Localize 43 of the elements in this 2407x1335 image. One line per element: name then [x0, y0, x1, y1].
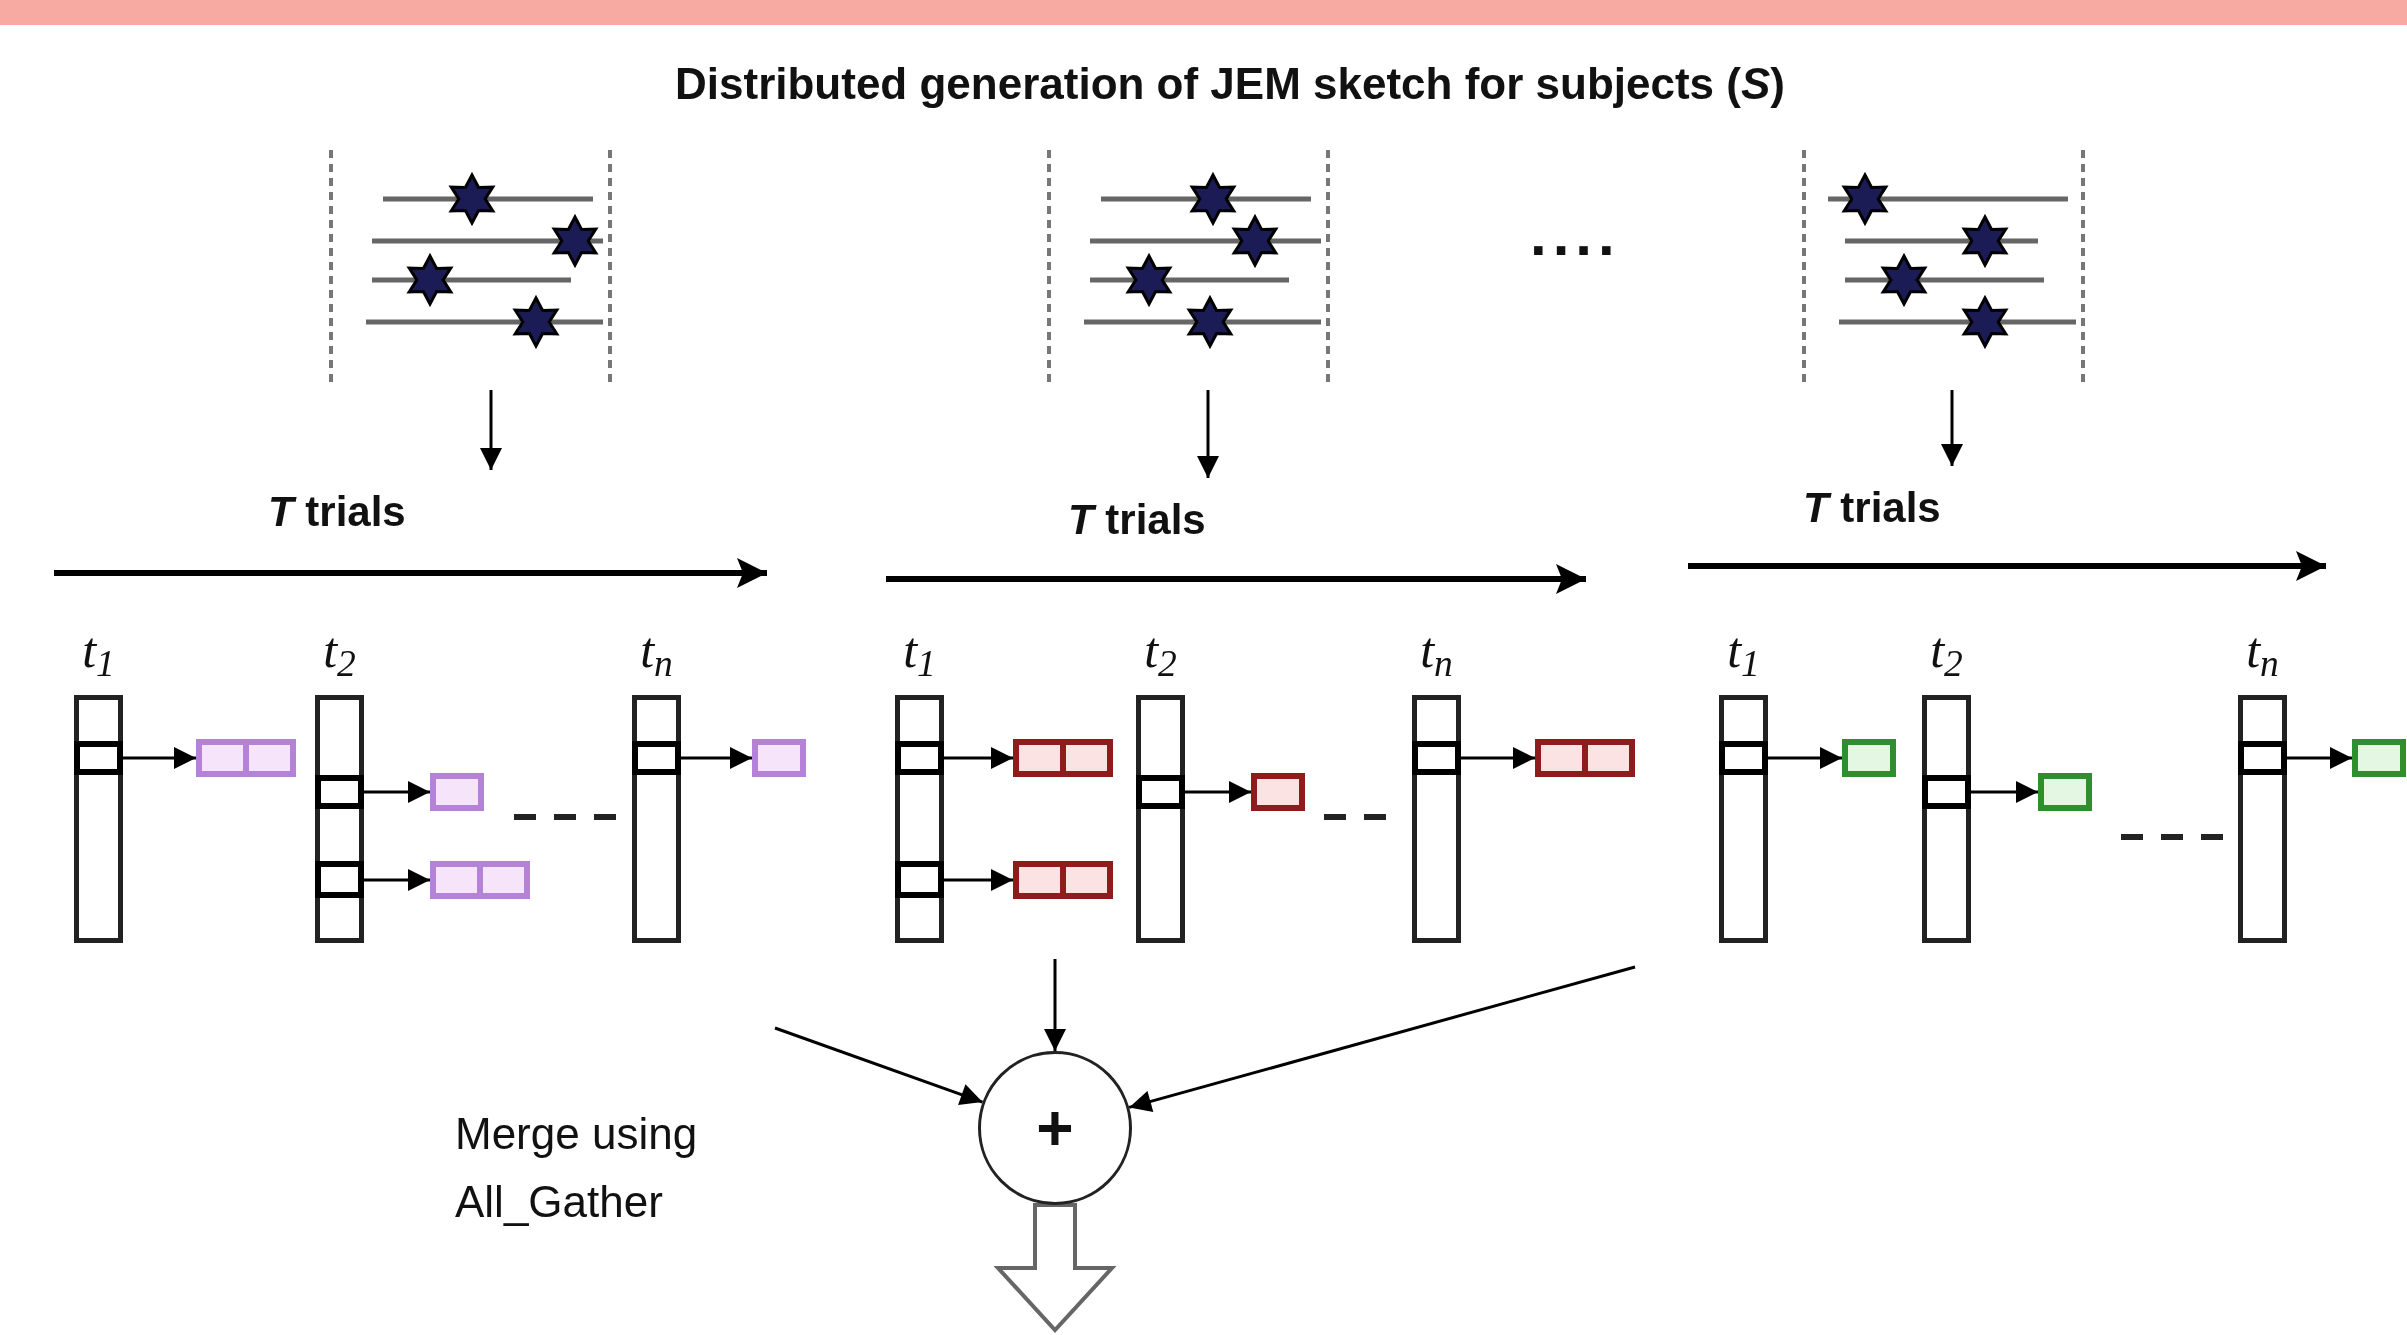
arrow — [681, 747, 752, 769]
output-box — [2038, 773, 2092, 811]
arrow — [1044, 959, 1066, 1051]
arrow — [480, 390, 502, 470]
output-box — [1842, 739, 1896, 777]
arrow — [123, 747, 196, 769]
time-step-label: t$_{2}$ — [1144, 621, 1177, 687]
diagram-title: Distributed generation of JEM sketch for subjects (S) — [674, 58, 1786, 110]
trials-label: T trials — [1802, 483, 1941, 533]
ellipsis-text: .... — [1530, 205, 1621, 265]
arrow — [774, 1026, 983, 1106]
arrow — [364, 869, 430, 891]
arrow — [1768, 747, 1842, 769]
arrow — [1461, 747, 1535, 769]
time-step-label: t$_{n}$ — [640, 621, 673, 687]
time-step-label: t$_{1}$ — [1727, 621, 1760, 687]
output-box — [1013, 739, 1113, 777]
block-arrow — [993, 1203, 1117, 1333]
trials-label: T trials — [1067, 495, 1206, 545]
trials-label: T trials — [267, 487, 406, 537]
output-box — [430, 861, 530, 899]
time-step-label: t$_{n}$ — [1420, 621, 1453, 687]
output-box — [752, 739, 806, 777]
output-box — [196, 739, 296, 777]
time-step-label: t$_{2}$ — [1930, 621, 1963, 687]
arrow — [1941, 390, 1963, 466]
time-step-label: t$_{1}$ — [82, 621, 115, 687]
arrow — [1971, 781, 2038, 803]
output-box — [2352, 739, 2406, 777]
arrow — [1185, 781, 1251, 803]
output-box — [430, 773, 484, 811]
output-box — [1251, 773, 1305, 811]
arrow — [944, 869, 1013, 891]
arrow — [2287, 747, 2352, 769]
time-step-label: t$_{2}$ — [323, 621, 356, 687]
arrow — [364, 781, 430, 803]
arrow — [1197, 390, 1219, 478]
time-step-label: t$_{1}$ — [903, 621, 936, 687]
arrow — [944, 747, 1013, 769]
output-box — [1535, 739, 1635, 777]
time-step-label: t$_{n}$ — [2246, 621, 2279, 687]
output-box — [1013, 861, 1113, 899]
merge-note: Merge using All_Gather — [455, 1108, 699, 1228]
